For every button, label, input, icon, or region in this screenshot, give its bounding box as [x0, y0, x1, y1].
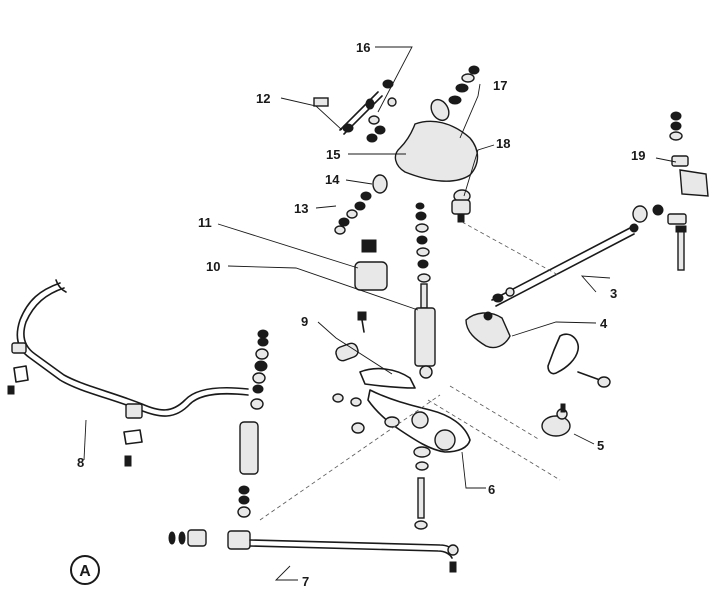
callout-3: 3 [610, 286, 617, 301]
leader-lines [83, 46, 677, 581]
callout-9: 9 [301, 314, 308, 329]
upper-arm-shaft [313, 79, 397, 143]
view-marker: A [70, 555, 100, 585]
bumper-11 [354, 239, 388, 291]
lower-ball-joint [541, 403, 571, 437]
bushing-9 [335, 311, 367, 362]
washers-13-14 [334, 174, 388, 235]
callout-12: 12 [256, 91, 270, 106]
bushing-stack-left [237, 329, 269, 518]
callout-14: 14 [325, 172, 340, 187]
strut-rod [168, 529, 459, 573]
callout-15: 15 [326, 147, 340, 162]
callout-7: 7 [302, 574, 309, 589]
callouts: 16 17 12 18 15 19 14 13 11 10 3 9 4 8 5 … [77, 40, 645, 589]
callout-11: 11 [198, 215, 212, 230]
callout-10: 10 [206, 259, 220, 274]
bracket-4 [465, 311, 611, 388]
callout-17: 17 [493, 78, 507, 93]
shock-absorber [414, 202, 436, 379]
callout-13: 13 [294, 201, 308, 216]
stabilizer-bar [7, 279, 249, 467]
callout-19: 19 [631, 148, 645, 163]
callout-18: 18 [496, 136, 510, 151]
view-marker-letter: A [79, 563, 91, 580]
callout-5: 5 [597, 438, 604, 453]
callout-6: 6 [488, 482, 495, 497]
upper-control-arm [394, 65, 480, 182]
upper-ball-joint [451, 189, 471, 223]
lower-control-arm [332, 367, 471, 530]
callout-16: 16 [356, 40, 370, 55]
part-19 [667, 111, 709, 271]
callout-8: 8 [77, 455, 84, 470]
assembly-lines [259, 221, 561, 521]
callout-4: 4 [600, 316, 608, 331]
tie-rod [491, 204, 664, 307]
